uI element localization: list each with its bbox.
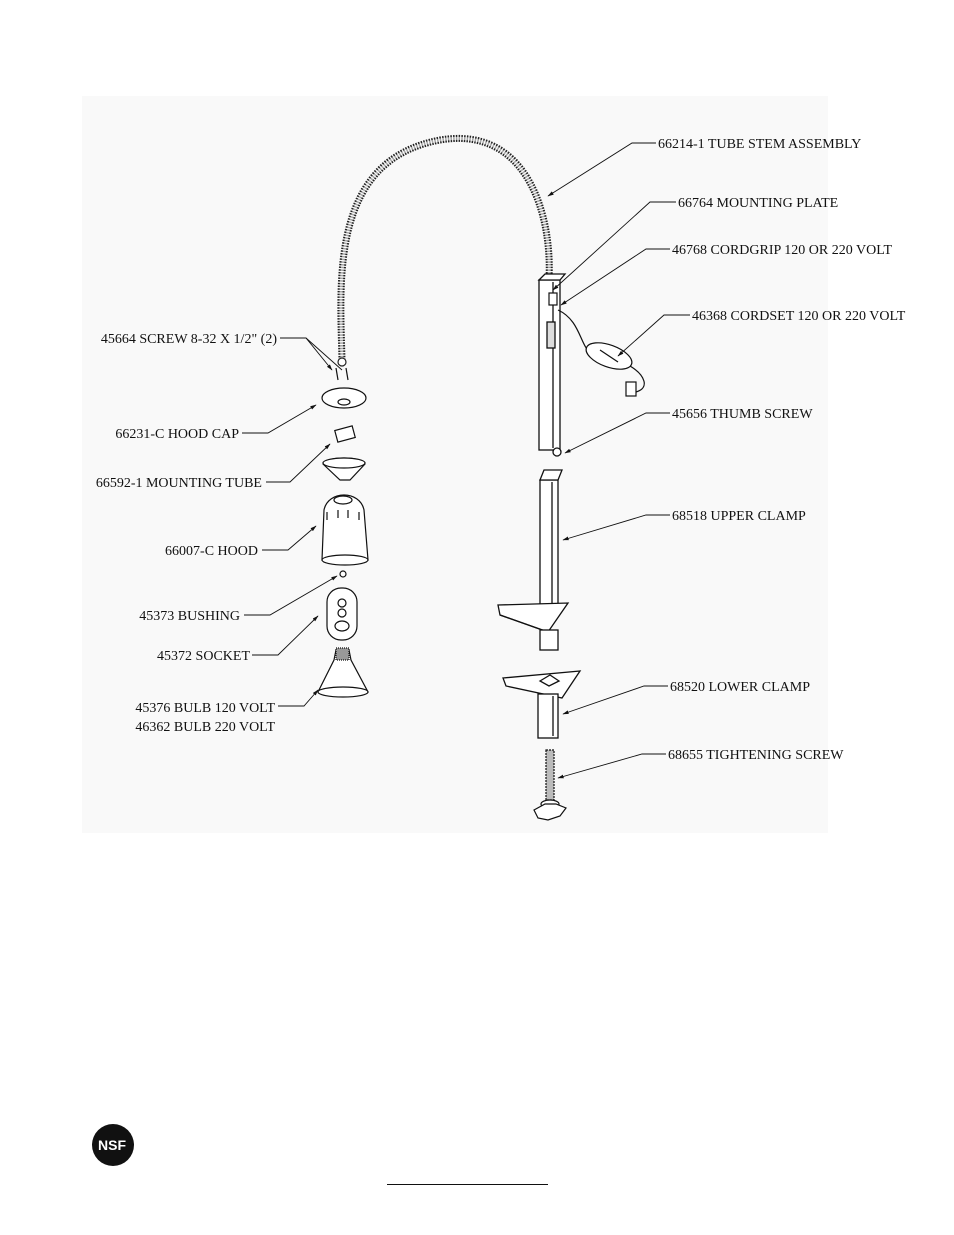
mounting-plate-part bbox=[548, 292, 558, 306]
label-screw: 45664 SCREW 8-32 X 1/2" (2) bbox=[101, 332, 278, 347]
label-mounting-tube: 66592-1 MOUNTING TUBE bbox=[96, 476, 262, 491]
leader-lines bbox=[242, 142, 690, 779]
label-cordgrip: 46768 CORDGRIP 120 OR 220 VOLT bbox=[672, 243, 892, 258]
part-labels: 66214-1 TUBE STEM ASSEMBLY 66764 MOUNTIN… bbox=[96, 137, 906, 763]
label-thumb-screw: 45656 THUMB SCREW bbox=[672, 407, 813, 422]
lamp-parts bbox=[317, 367, 369, 698]
label-mounting-plate: 66764 MOUNTING PLATE bbox=[678, 196, 838, 211]
cordset-part bbox=[557, 309, 645, 397]
footer-rule bbox=[387, 1184, 548, 1185]
label-bulb-220: 46362 BULB 220 VOLT bbox=[135, 720, 275, 735]
upper-clamp-part bbox=[497, 469, 570, 651]
label-lower-clamp: 68520 LOWER CLAMP bbox=[670, 680, 810, 695]
label-cordset: 46368 CORDSET 120 OR 220 VOLT bbox=[692, 309, 906, 324]
nsf-logo-text: NSF bbox=[98, 1137, 126, 1153]
upright-post bbox=[537, 273, 567, 457]
diagram-background bbox=[82, 96, 828, 833]
label-bulb-120: 45376 BULB 120 VOLT bbox=[135, 701, 275, 716]
label-hood-cap: 66231-C HOOD CAP bbox=[115, 427, 239, 442]
label-hood: 66007-C HOOD bbox=[165, 544, 258, 559]
label-tightening-screw: 68655 TIGHTENING SCREW bbox=[668, 748, 844, 763]
nsf-logo: NSF bbox=[92, 1124, 134, 1166]
flexible-tube-stem bbox=[337, 134, 553, 367]
label-tube-stem: 66214-1 TUBE STEM ASSEMBLY bbox=[658, 137, 861, 152]
label-upper-clamp: 68518 UPPER CLAMP bbox=[672, 509, 806, 524]
tightening-screw-part bbox=[533, 749, 567, 821]
label-socket: 45372 SOCKET bbox=[157, 649, 250, 664]
label-bushing: 45373 BUSHING bbox=[139, 609, 240, 624]
lower-clamp-part bbox=[502, 670, 582, 739]
